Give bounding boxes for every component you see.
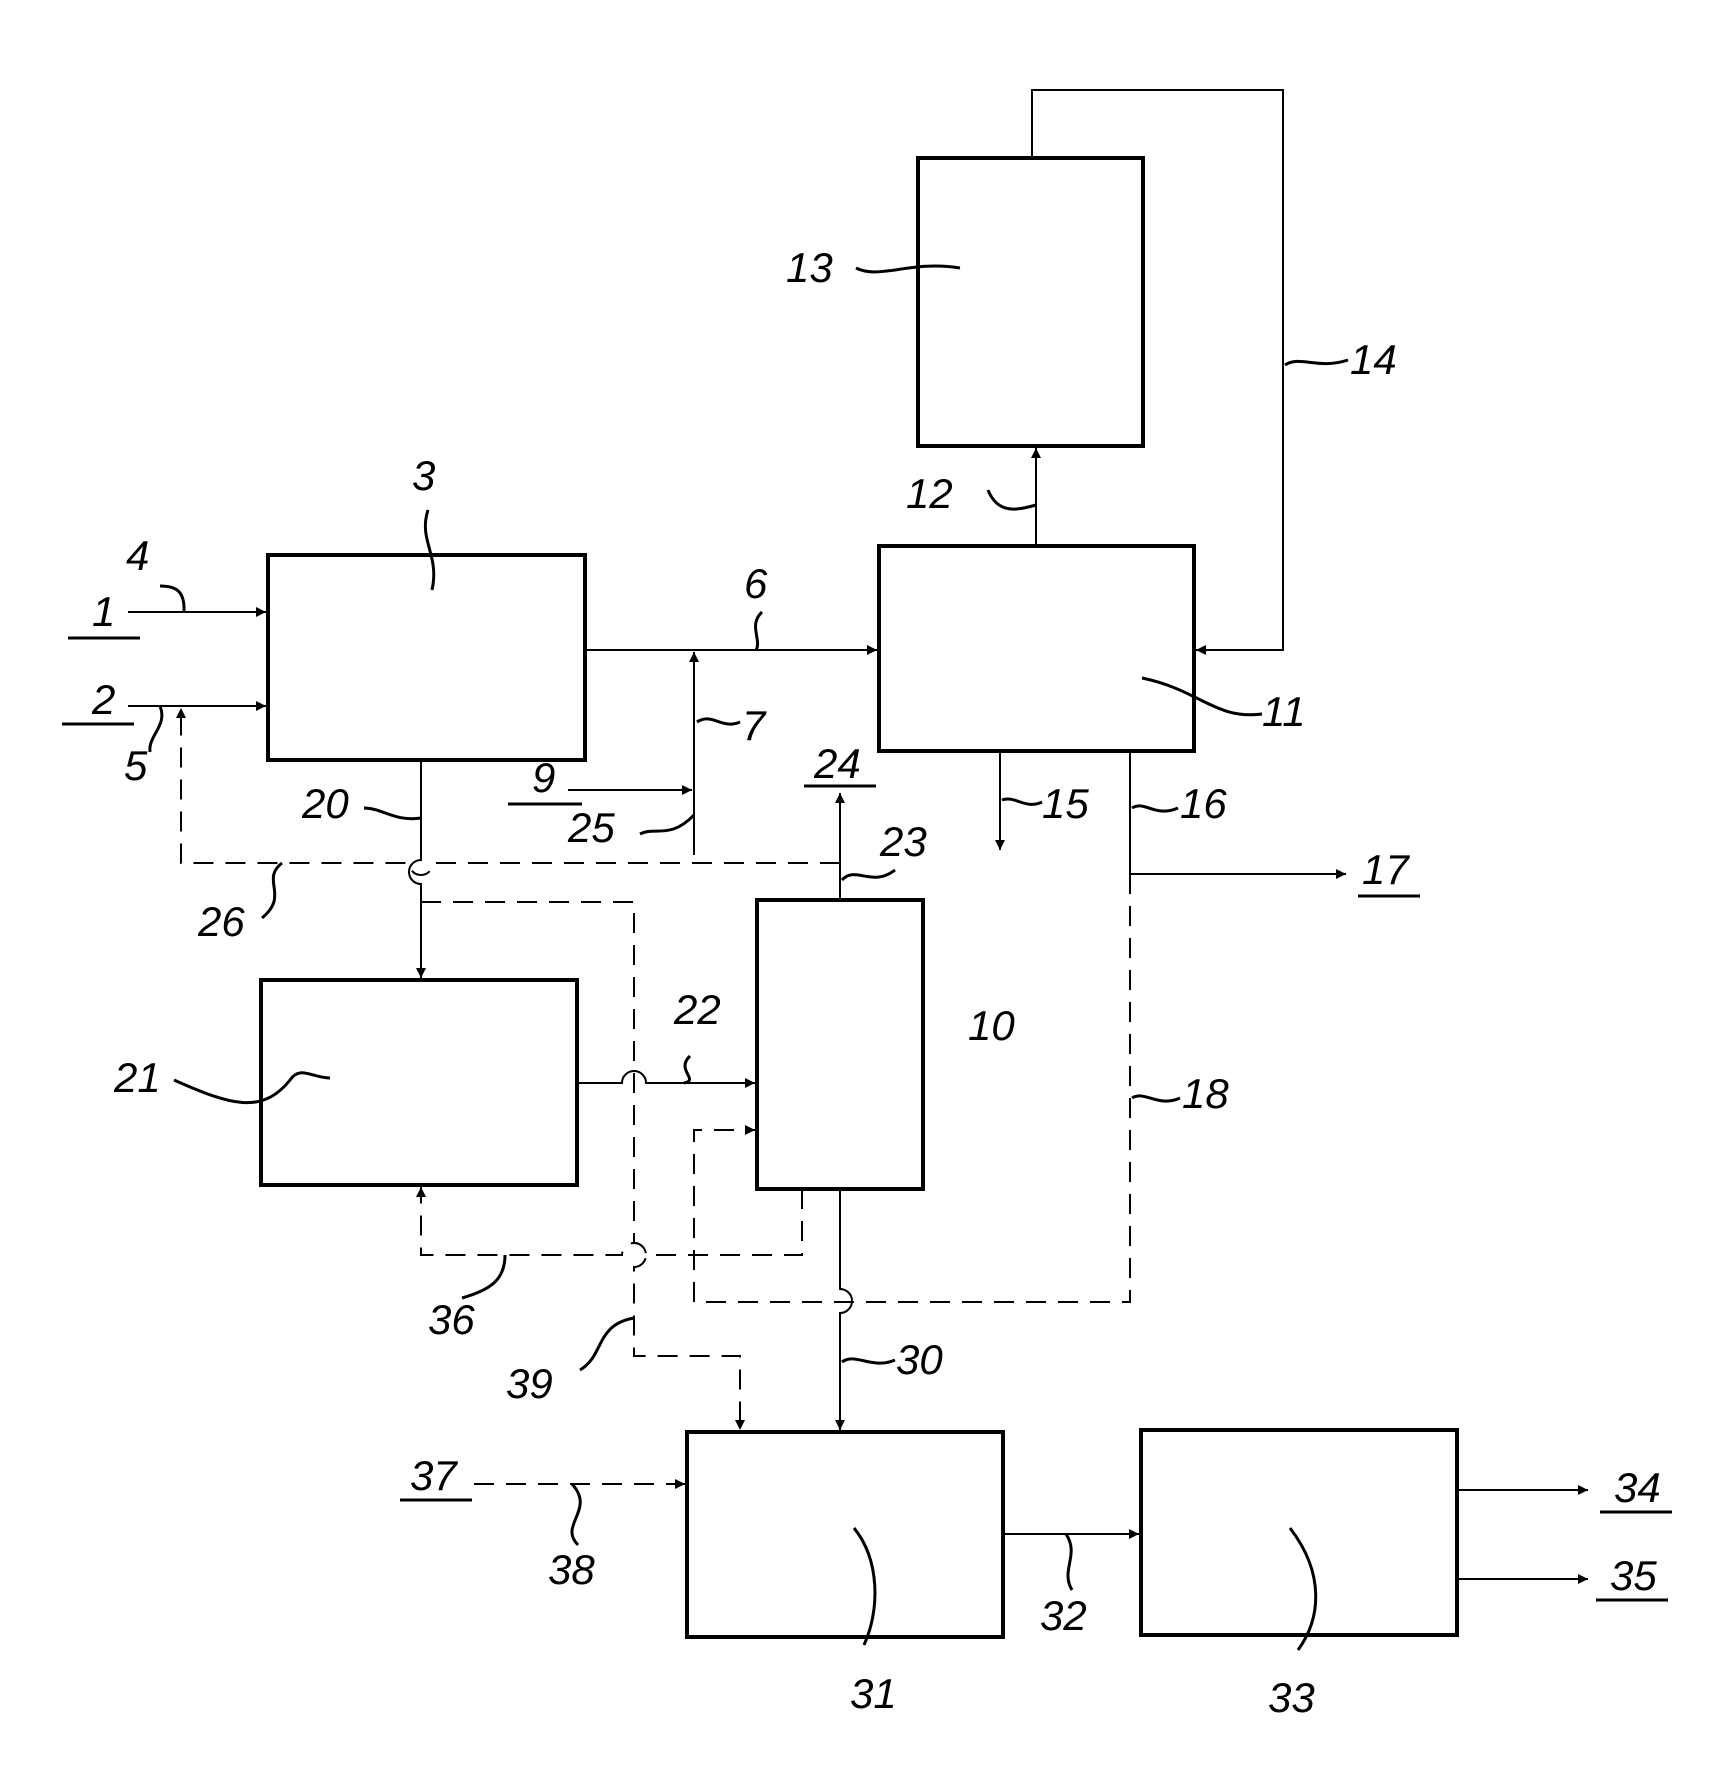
label-37: 37 bbox=[410, 1452, 458, 1499]
leader-38 bbox=[572, 1484, 580, 1545]
stream-36-line bbox=[421, 1187, 802, 1255]
leader-30 bbox=[842, 1359, 895, 1363]
leader-32 bbox=[1066, 1534, 1072, 1590]
stream-22-line bbox=[577, 1071, 755, 1083]
label-4: 4 bbox=[126, 532, 149, 579]
label-32: 32 bbox=[1040, 1592, 1087, 1639]
label-14: 14 bbox=[1350, 336, 1397, 383]
leader-20 bbox=[364, 808, 421, 819]
label-33: 33 bbox=[1268, 1674, 1315, 1721]
label-18: 18 bbox=[1182, 1070, 1229, 1117]
leader-39 bbox=[580, 1318, 634, 1370]
label-17: 17 bbox=[1362, 846, 1410, 893]
label-3: 3 bbox=[412, 452, 435, 499]
label-6: 6 bbox=[744, 560, 768, 607]
unit-3-box bbox=[268, 555, 585, 760]
label-35: 35 bbox=[1610, 1552, 1657, 1599]
label-39: 39 bbox=[506, 1360, 553, 1407]
leader-26 bbox=[262, 863, 282, 918]
unit-10-box bbox=[757, 900, 923, 1189]
stream-30-line bbox=[840, 1189, 852, 1430]
stream-20-line bbox=[409, 760, 421, 978]
label-31: 31 bbox=[850, 1670, 897, 1717]
unit-13-box bbox=[918, 158, 1143, 446]
label-22: 22 bbox=[673, 986, 721, 1033]
unit-33-box bbox=[1141, 1430, 1457, 1635]
leader-15 bbox=[1002, 799, 1042, 804]
label-2: 2 bbox=[91, 676, 115, 723]
label-12: 12 bbox=[906, 470, 953, 517]
label-21: 21 bbox=[113, 1054, 161, 1101]
label-20: 20 bbox=[301, 780, 349, 827]
label-15: 15 bbox=[1042, 780, 1089, 827]
leader-12 bbox=[988, 490, 1036, 509]
leader-7 bbox=[697, 719, 740, 724]
label-13: 13 bbox=[786, 244, 833, 291]
label-23: 23 bbox=[879, 818, 927, 865]
leader-5 bbox=[150, 706, 162, 752]
label-9: 9 bbox=[532, 754, 555, 801]
unit-21-box bbox=[261, 980, 577, 1185]
leader-4 bbox=[160, 586, 184, 612]
leader-23 bbox=[842, 870, 895, 880]
label-36: 36 bbox=[428, 1296, 475, 1343]
label-24: 24 bbox=[813, 740, 861, 787]
label-1: 1 bbox=[92, 588, 115, 635]
label-38: 38 bbox=[548, 1546, 595, 1593]
unit-11-box bbox=[879, 546, 1194, 751]
label-34: 34 bbox=[1614, 1464, 1661, 1511]
leader-36 bbox=[462, 1255, 505, 1298]
leader-16 bbox=[1132, 806, 1178, 811]
leader-18 bbox=[1132, 1096, 1180, 1101]
label-5: 5 bbox=[124, 742, 148, 789]
label-26: 26 bbox=[197, 898, 245, 945]
label-7: 7 bbox=[742, 702, 767, 749]
label-10: 10 bbox=[968, 1002, 1015, 1049]
label-16: 16 bbox=[1180, 780, 1227, 827]
leader-25 bbox=[640, 815, 694, 834]
leader-22 bbox=[684, 1056, 690, 1083]
leader-14 bbox=[1285, 360, 1348, 365]
unit-31-box bbox=[687, 1432, 1003, 1637]
label-11: 11 bbox=[1262, 688, 1306, 735]
label-30: 30 bbox=[896, 1336, 943, 1383]
label-25: 25 bbox=[567, 804, 615, 851]
leader-6 bbox=[756, 612, 762, 650]
